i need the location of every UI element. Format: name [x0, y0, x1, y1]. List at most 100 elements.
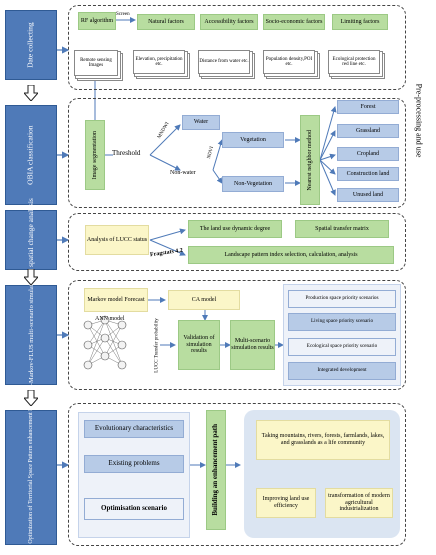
transformation-label: transformation of modern agricultural in… [328, 493, 390, 513]
factor-detail-label: Elevation, precipitation etc. [135, 56, 183, 68]
lucc-analysis-label: Analysis of LUCC status [86, 236, 148, 243]
down-arrow-icon [24, 85, 38, 101]
class-grassland: Grassland [337, 124, 399, 138]
validation-label: Validation of simulation results [183, 335, 215, 355]
ple-panel [68, 213, 406, 271]
factor-label: Natural factors [148, 18, 184, 25]
left-item-label: Evolutionary characteristics [94, 424, 174, 433]
simulation-panel [68, 280, 406, 390]
optimization-panel [68, 403, 406, 546]
multi-scenario-box: Multi-scenario simulation results [230, 320, 275, 370]
scenario-living: Living space priority scenario [288, 313, 396, 331]
lucc-analysis-box: Analysis of LUCC status [85, 225, 149, 255]
class-label: Forest [360, 103, 376, 110]
factor-detail-label: Ecological protection red line etc. [332, 56, 376, 68]
improving-efficiency-box: Improving land use efficiency [256, 488, 316, 518]
transfer-matrix-box: Spatial transfer matrix [295, 220, 389, 238]
class-label: Construction land [346, 170, 390, 177]
non-vegetation-box: Non-Vegetation [222, 176, 284, 192]
class-cropland: Cropland [337, 147, 399, 161]
optimisation-scenario: Optimisation scenario [84, 498, 184, 520]
improving-label: Improving land use efficiency [262, 496, 310, 509]
down-arrow-icon [24, 390, 38, 406]
factor-socio-economic: Socio-economic factors [263, 14, 325, 30]
nearest-neighbor-box: Nearest neighbor method [300, 115, 320, 205]
stage-ple: PLE spatial change analysis [5, 198, 57, 282]
factor-detail-label: Population density,POI etc. [265, 56, 313, 68]
stage-optimization: The Optimization of Territorial Space Pa… [5, 400, 57, 555]
scenario-ecological: Ecological space priority scenario [288, 338, 396, 356]
screen-label: Screen [116, 12, 130, 17]
water-box: Water [182, 115, 220, 130]
building-path-box: Building an enhancement path [206, 410, 226, 530]
water-label: Water [193, 119, 209, 126]
non-vegetation-label: Non-Vegetation [234, 180, 272, 187]
remote-sensing-label: Remote sensing Images [80, 57, 112, 69]
down-arrow-icon [24, 269, 38, 285]
ca-model-label: CA model [191, 296, 217, 303]
evolutionary-characteristics: Evolutionary characteristics [84, 420, 184, 438]
factor-detail-label: Distance from water etc. [199, 59, 249, 65]
rf-algorithm-box: RF algorithm [78, 12, 116, 30]
factor-detail-limiting: Ecological protection red line etc. [328, 50, 380, 74]
obia-panel [68, 98, 406, 208]
class-label: Cropland [356, 150, 380, 157]
rf-algorithm-label: RF algorithm [80, 17, 114, 24]
threshold-label: Threshold [112, 149, 141, 157]
validation-box: Validation of simulation results [178, 320, 220, 370]
remote-sensing-images: Remote sensing Images [74, 50, 118, 76]
scenario-production: Production space priority scenarios [288, 290, 396, 308]
segmentation-label: Image segmentation [91, 130, 98, 180]
multi-scenario-label: Multi-scenario simulation results [231, 338, 274, 351]
ca-model-box: CA model [168, 290, 240, 310]
factor-label: Socio-economic factors [265, 18, 323, 25]
factor-limiting: Limiting factors [332, 14, 388, 30]
image-segmentation-box: Image segmentation [85, 120, 105, 190]
scenario-label: Integrated development [317, 367, 367, 374]
factor-label: Limiting factors [340, 18, 380, 25]
scenario-label: Ecological space priority scenario [306, 343, 378, 350]
factor-natural: Natural factors [137, 14, 195, 30]
dynamic-degree-box: The land use dynamic degree [188, 220, 282, 238]
class-label: Unused land [352, 191, 384, 198]
left-item-label: Optimisation scenario [101, 504, 167, 513]
stage-date-collecting: Date collecting [5, 10, 57, 80]
factor-detail-socio: Population density,POI etc. [263, 50, 315, 74]
factor-accessibility: Accessibility factors [200, 14, 258, 30]
data-collecting-panel [68, 5, 406, 90]
vegetation-box: Vegetation [222, 132, 284, 148]
lucc-prob-label: LUCC Transfer probability [154, 317, 160, 373]
ann-model-label: ANN model [95, 316, 125, 322]
scenario-label: Production space priority scenarios [305, 295, 379, 302]
class-construction: Construction land [337, 167, 399, 181]
transformation-box: transformation of modern agricultural in… [325, 488, 393, 518]
markov-box: Markov model Forecast [84, 288, 148, 312]
non-water-label: Non-water [170, 170, 196, 176]
class-unused: Unused land [337, 188, 399, 202]
class-forest: Forest [337, 100, 399, 114]
factor-detail-accessibility: Distance from water etc. [198, 50, 250, 74]
scenario-integrated: Integrated development [288, 362, 396, 380]
transfer-matrix-label: Spatial transfer matrix [315, 225, 369, 232]
vegetation-label: Vegetation [240, 136, 266, 143]
stage-obia: OBIA classification [5, 105, 57, 205]
dynamic-degree-label: The land use dynamic degree [199, 225, 271, 232]
landscape-label: Landscape pattern index selection, calcu… [224, 251, 358, 258]
stage-label: Date collecting [25, 22, 35, 68]
landscape-index-box: Landscape pattern index selection, calcu… [188, 246, 394, 264]
markov-label: Markov model Forecast [87, 296, 145, 303]
stage-label: The Optimization of Territorial Space Pa… [27, 400, 34, 555]
stage-label: OBIA classification [25, 125, 35, 185]
existing-problems: Existing problems [84, 455, 184, 473]
building-label: Building an enhancement path [211, 424, 220, 516]
lucc-transfer-prob: LUCC Transfer probability [150, 310, 164, 380]
life-community-box: Taking mountains, rivers, forests, farml… [256, 420, 390, 460]
class-label: Grassland [356, 127, 380, 134]
factor-label: Accessibility factors [204, 18, 254, 25]
stage-label: RF-Markov-FLUS multi-scenario simulation [27, 276, 35, 394]
factor-detail-natural: Elevation, precipitation etc. [133, 50, 185, 74]
side-label: Pre-processing and use [408, 40, 430, 200]
life-community-label: Taking mountains, rivers, forests, farml… [261, 433, 385, 446]
stage-simulation: RF-Markov-FLUS multi-scenario simulation [5, 276, 57, 393]
